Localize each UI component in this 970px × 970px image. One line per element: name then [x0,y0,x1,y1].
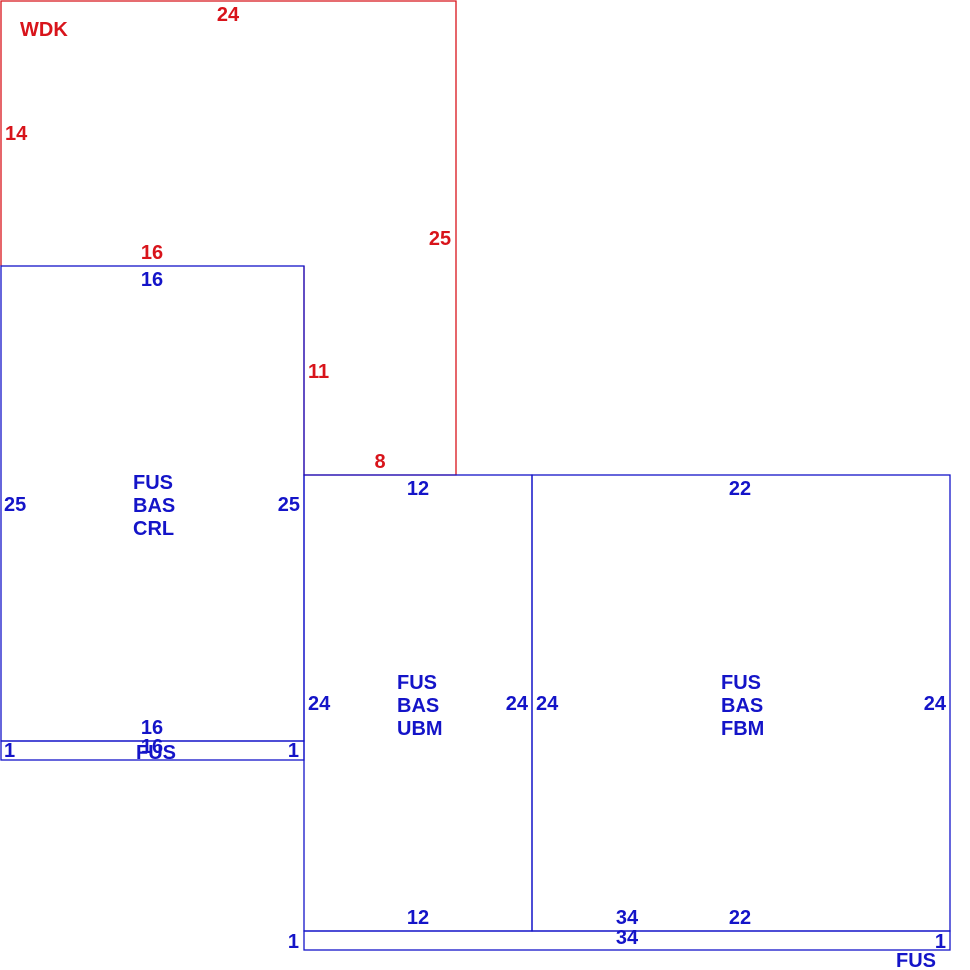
fbm-code-line2: BAS [721,695,763,717]
base-strip-dim-top: 34 [616,907,639,929]
deck-dim-left: 14 [5,123,28,145]
deck-dim-notch-side: 11 [308,361,329,383]
base-strip-dim-left: 1 [288,931,299,953]
crawl-dim-top: 16 [141,269,163,291]
base-strip-outline [303,930,951,951]
crawl-dim-left: 25 [4,494,26,516]
deck-dim-top: 24 [217,4,240,26]
crawl-strip-dim-top: 16 [141,736,163,758]
deck-dim-notch-top: 16 [141,242,163,264]
deck-dim-notch-bottom: 8 [374,451,385,473]
deck-outline [0,0,457,476]
ubm-dim-right: 24 [506,693,529,715]
fbm-dim-right: 24 [924,693,947,715]
ubm-code-line1: FUS [397,672,437,694]
crawl-strip-dim-left: 1 [4,740,15,762]
crawl-dim-bottom: 16 [141,717,163,739]
base-strip-dim-right: 1 [935,931,946,953]
fbm-dim-top: 22 [729,478,751,500]
base-strip-dim-bottom: 34 [616,927,639,949]
fbm-code-line1: FUS [721,672,761,694]
deck-dim-right: 25 [429,228,451,250]
crawl-strip-label: FUS [136,742,176,764]
fbm-code-line3: FBM [721,718,764,740]
crawl-code-line3: CRL [133,518,174,540]
ubm-dim-bottom: 12 [407,907,429,929]
crawl-strip-dim-right: 1 [288,740,299,762]
crawl-code-line2: BAS [133,495,175,517]
ubm-code-line3: UBM [397,718,443,740]
base-strip-label: FUS [896,950,936,970]
ubm-dim-top: 12 [407,478,429,500]
fbm-dim-left: 24 [536,693,559,715]
ubm-code-line2: BAS [397,695,439,717]
crawl-dim-right: 25 [278,494,300,516]
crawl-code-line1: FUS [133,472,173,494]
fbm-dim-bottom: 22 [729,907,751,929]
deck-label: WDK [20,19,68,41]
ubm-dim-left: 24 [308,693,331,715]
